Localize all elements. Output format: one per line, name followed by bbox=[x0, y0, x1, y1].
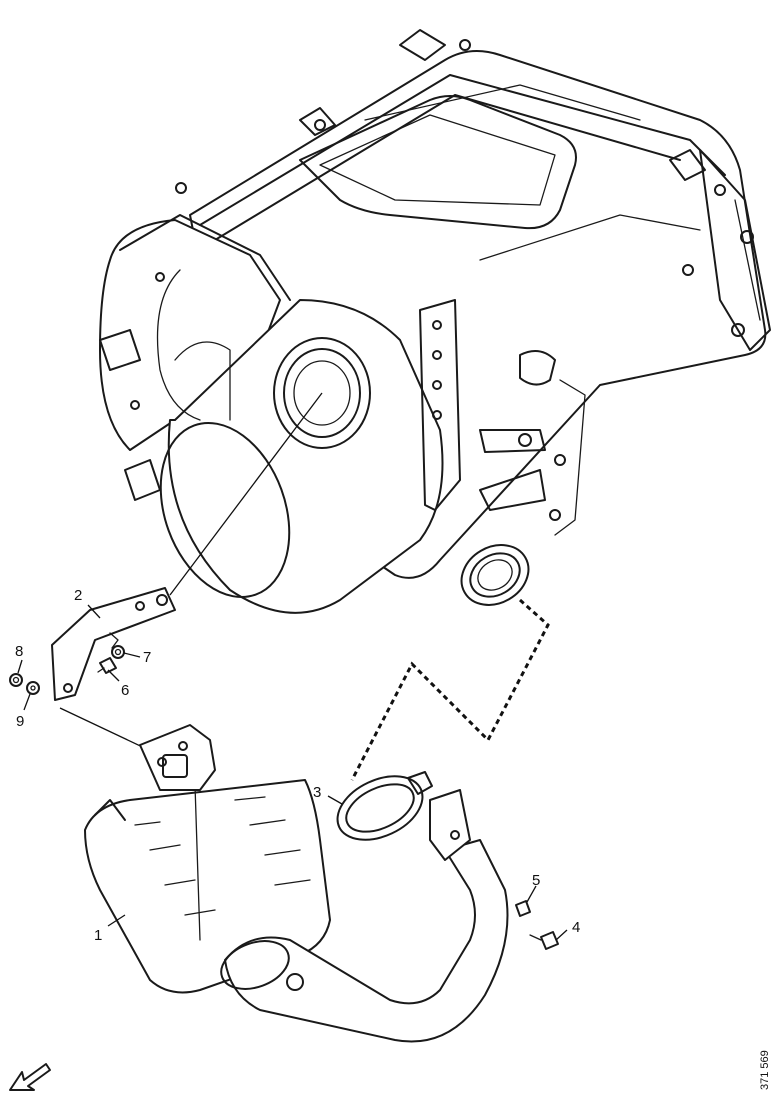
bolt-4 bbox=[529, 931, 559, 950]
washer-9 bbox=[26, 681, 40, 695]
document-number: 371 569 bbox=[759, 1050, 771, 1090]
callout-4: 4 bbox=[572, 919, 580, 936]
outlet-port bbox=[460, 544, 530, 606]
nut-5 bbox=[515, 900, 531, 917]
callout-8: 8 bbox=[15, 643, 23, 660]
fastener-7 bbox=[111, 645, 125, 659]
callout-2: 2 bbox=[74, 587, 82, 604]
aftertreatment-unit bbox=[99, 29, 771, 614]
callout-3: 3 bbox=[313, 784, 321, 801]
arrow-down-left-icon bbox=[9, 1063, 51, 1091]
silencer-part-1 bbox=[84, 724, 509, 1043]
callout-9: 9 bbox=[16, 713, 24, 730]
bracket-part-2 bbox=[51, 587, 176, 701]
callout-5: 5 bbox=[532, 872, 540, 889]
clamp-part-3 bbox=[336, 771, 433, 841]
callout-7: 7 bbox=[143, 649, 151, 666]
callout-1: 1 bbox=[94, 927, 102, 944]
callout-6: 6 bbox=[121, 682, 129, 699]
callout-leaders bbox=[17, 604, 568, 941]
nut-8 bbox=[9, 673, 23, 687]
fastener-6 bbox=[97, 657, 117, 674]
